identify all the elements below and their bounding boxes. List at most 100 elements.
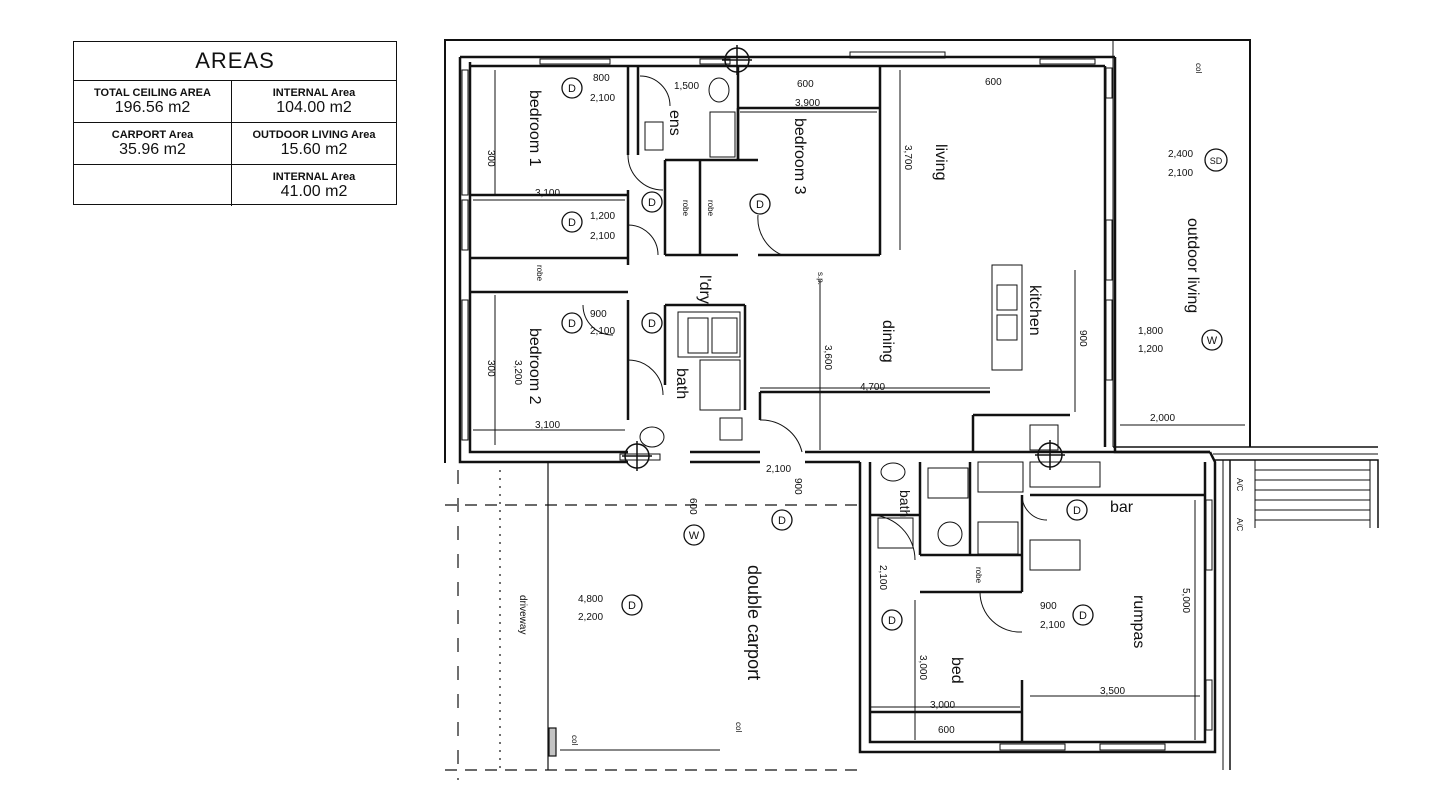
room-label-driveway: driveway <box>517 595 528 634</box>
internal-area-2-value: 41.00 m2 <box>280 183 348 200</box>
room-label-bedroom3: bedroom 3 <box>791 118 808 195</box>
room-label-kitchen: kitchen <box>1026 285 1043 336</box>
room-label-bath: bath <box>673 368 690 399</box>
window-markings <box>461 51 1213 751</box>
outdoor-living-area-cell: OUTDOOR LIVING Area 15.60 m2 <box>232 123 396 165</box>
internal-area-2-cell: INTERNAL Area 41.00 m2 <box>232 165 396 206</box>
dim-2200: 2,200 <box>578 612 603 623</box>
room-label-dining: dining <box>879 320 896 363</box>
dim-2000: 2,000 <box>1150 413 1175 424</box>
dim-1200-b: 1,200 <box>1138 344 1163 355</box>
tag-letters: D D D D D D SD W W D D D D D <box>568 83 1223 627</box>
door-tag-bar: D <box>1073 505 1081 517</box>
dim-900-c: 900 <box>792 478 803 495</box>
dim-3200: 3,200 <box>512 360 523 385</box>
tag-circles <box>561 77 1228 631</box>
small-labels: robe robe robe robe col col col A/C A/C … <box>535 63 1244 745</box>
column-markers <box>622 45 1065 471</box>
internal-area-label: INTERNAL Area <box>272 87 356 99</box>
door-tag-bed: D <box>888 615 896 627</box>
dim-1200: 1,200 <box>590 211 615 222</box>
main-walls <box>458 55 1217 754</box>
room-label-double-carport: double carport <box>744 565 764 680</box>
door-tag-garage: D <box>628 600 636 612</box>
door-tag-bed1: D <box>568 83 576 95</box>
door-tag-bed2: D <box>568 318 576 330</box>
room-label-rumpas: rumpas <box>1130 595 1147 648</box>
carport-area-cell: CARPORT Area 35.96 m2 <box>74 123 232 165</box>
dim-3600: 3,600 <box>822 345 833 370</box>
door-tag-bed1-b: D <box>568 217 576 229</box>
dim-3000-a: 3,000 <box>917 655 928 680</box>
room-label-bedroom1: bedroom 1 <box>526 90 543 167</box>
outdoor-living-area-label: OUTDOOR LIVING Area <box>252 129 376 141</box>
room-label-bedroom2: bedroom 2 <box>526 328 543 405</box>
dim-1500: 1,500 <box>674 81 699 92</box>
dim-800: 800 <box>593 73 610 84</box>
room-label-bar: bar <box>1110 499 1134 516</box>
dim-600-c: 600 <box>687 498 698 515</box>
robe-label-4: robe <box>535 265 544 282</box>
dim-600-b: 600 <box>985 77 1002 88</box>
dim-5000: 5,000 <box>1180 588 1191 613</box>
carport-area-label: CARPORT Area <box>111 129 194 141</box>
dim-900-b: 900 <box>590 309 607 320</box>
dim-3900: 3,900 <box>795 98 820 109</box>
internal-area-2-label: INTERNAL Area <box>272 171 356 183</box>
room-label-outdoor-living: outdoor living <box>1184 218 1201 313</box>
dim-3100-b: 3,100 <box>535 420 560 431</box>
dimension-lines <box>473 70 1245 751</box>
carport-outline <box>445 462 860 780</box>
deck-slats <box>1254 460 1371 528</box>
door-tag-ldry: D <box>648 318 656 330</box>
sliding-door-tag: SD <box>1210 156 1223 166</box>
outdoor-living-area-value: 15.60 m2 <box>280 141 348 158</box>
room-label-bath-2: bath <box>897 490 913 517</box>
dim-2100-d: 2,100 <box>590 326 615 337</box>
dim-900-d: 900 <box>1040 601 1057 612</box>
room-labels: bedroom 1 bedroom 2 bedroom 3 ens living… <box>517 90 1201 684</box>
dim-2400: 2,400 <box>1168 149 1193 160</box>
dim-300-a: 300 <box>485 150 496 167</box>
col-label-1: col <box>1194 63 1203 73</box>
col-label-3: col <box>734 722 743 732</box>
dim-2100-b: 2,100 <box>590 231 615 242</box>
dim-3500: 3,500 <box>1100 686 1125 697</box>
door-tag-robe: D <box>648 197 656 209</box>
room-label-ldry: l'dry <box>696 275 713 304</box>
dim-4800: 4,800 <box>578 594 603 605</box>
col-label-2: col <box>570 735 579 745</box>
dim-900-a: 900 <box>1077 330 1088 347</box>
dim-300-b: 300 <box>485 360 496 377</box>
door-tag-rumpas: D <box>1079 610 1087 622</box>
room-label-bed: bed <box>948 657 965 684</box>
window-tag-kitchen: W <box>1207 335 1218 347</box>
door-tag-carport: D <box>778 515 786 527</box>
dim-3700: 3,700 <box>902 145 913 170</box>
internal-area-cell: INTERNAL Area 104.00 m2 <box>232 81 396 123</box>
internal-area-value: 104.00 m2 <box>276 99 352 116</box>
areas-table: AREAS TOTAL CEILING AREA 196.56 m2 INTER… <box>73 41 397 206</box>
total-ceiling-area-value: 196.56 m2 <box>114 99 191 116</box>
sp-label: s.p. <box>816 272 825 285</box>
dimension-labels: 800 2,100 1,500 600 600 3,900 3,100 1,20… <box>485 73 1193 736</box>
carport-area-value: 35.96 m2 <box>119 141 186 158</box>
robe-label-2: robe <box>706 200 715 217</box>
door-swings <box>582 75 1048 633</box>
dim-600-a: 600 <box>797 79 814 90</box>
dim-600-d: 600 <box>938 725 955 736</box>
room-label-ens: ens <box>666 110 683 136</box>
dim-3100-a: 3,100 <box>535 188 560 199</box>
dim-3000-b: 3,000 <box>930 700 955 711</box>
fixtures <box>639 77 1101 571</box>
areas-grid: TOTAL CEILING AREA 196.56 m2 INTERNAL Ar… <box>74 81 396 206</box>
robe-label-3: robe <box>974 567 983 584</box>
dim-2100-g: 2,100 <box>877 565 888 590</box>
ac-label-1: A/C <box>1235 478 1244 492</box>
room-label-living: living <box>932 144 949 180</box>
site-boundary <box>444 39 1379 770</box>
dim-2100-c: 2,100 <box>1168 168 1193 179</box>
dim-2100-a: 2,100 <box>590 93 615 104</box>
door-tag-bed3: D <box>756 199 764 211</box>
